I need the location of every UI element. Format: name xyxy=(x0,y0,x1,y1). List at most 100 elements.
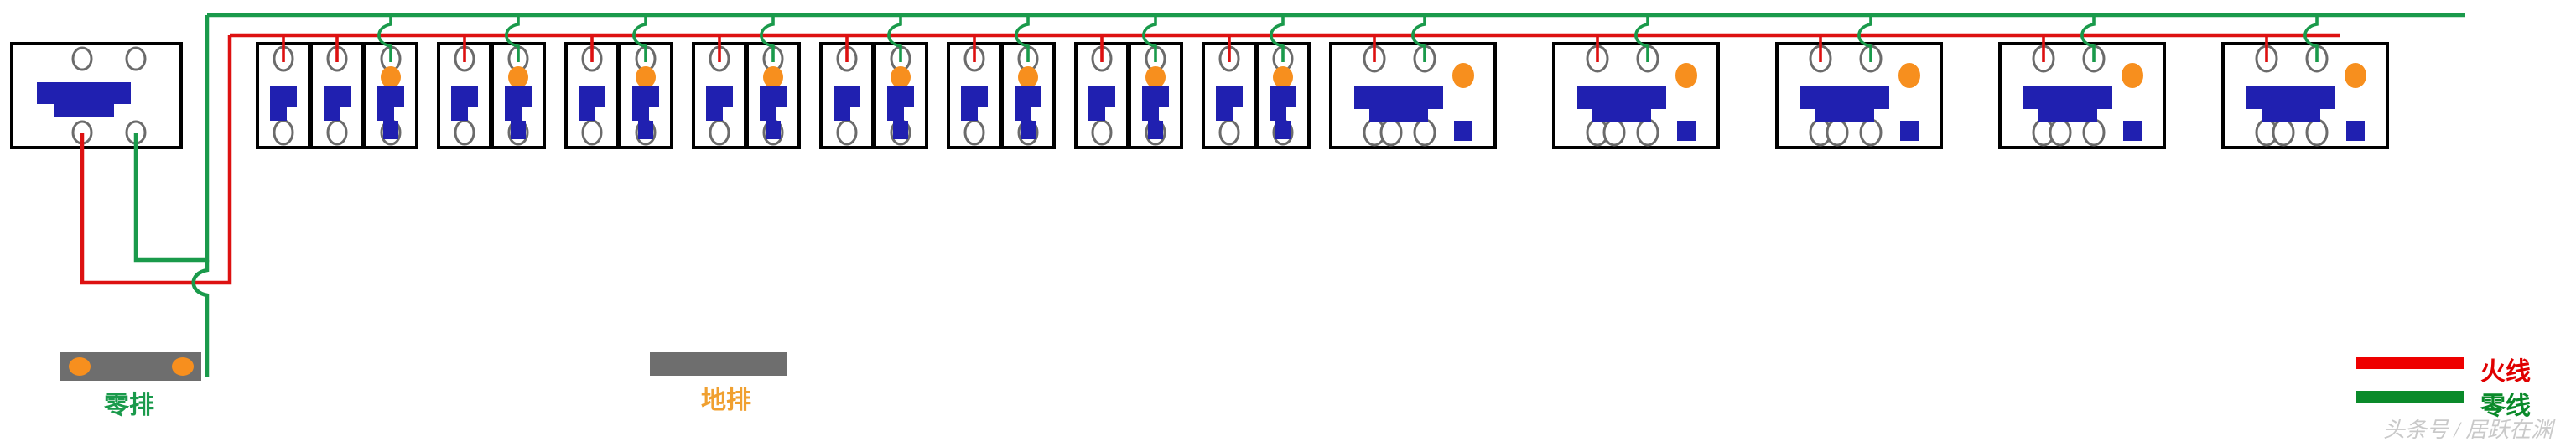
neutral-bar-terminal-2[interactable] xyxy=(172,357,194,376)
rcbo-bottom-terminal-neutral[interactable] xyxy=(1636,118,1659,147)
breaker-lever[interactable] xyxy=(1216,86,1243,121)
rcbo-status-indicator xyxy=(2122,63,2143,88)
breaker-lever[interactable] xyxy=(632,86,659,121)
neutral-bar-terminal-1[interactable] xyxy=(69,357,91,376)
breaker-status-indicator xyxy=(763,66,783,88)
neutral-drop-20 xyxy=(1857,15,1872,62)
neutral-drop-5 xyxy=(505,15,520,62)
breaker-lever[interactable] xyxy=(706,86,733,121)
rcbo-breaker-22[interactable] xyxy=(2221,42,2389,149)
breaker-lever[interactable] xyxy=(1270,86,1296,121)
main-live-feeder xyxy=(80,35,232,285)
breaker-bottom-terminal[interactable] xyxy=(963,119,985,146)
breaker-bottom-terminal[interactable] xyxy=(709,119,730,146)
breaker-lever[interactable] xyxy=(451,86,478,121)
breaker-bottom-terminal[interactable] xyxy=(836,119,858,146)
rcbo-test-button[interactable] xyxy=(1900,121,1919,141)
neutral-drop-11 xyxy=(887,15,902,62)
rcbo-bottom-terminal-extra[interactable] xyxy=(1602,118,1626,147)
rcbo-lever[interactable] xyxy=(1577,86,1666,122)
breaker-status-indicator xyxy=(1145,66,1166,88)
breaker-lever[interactable] xyxy=(1142,86,1169,121)
main-neutral-feeder xyxy=(133,15,210,263)
breaker-test-button[interactable] xyxy=(766,121,781,139)
breaker-bottom-terminal[interactable] xyxy=(1218,119,1240,146)
breaker-bottom-terminal[interactable] xyxy=(326,119,348,146)
breaker-lever[interactable] xyxy=(324,86,351,121)
breaker-bottom-terminal[interactable] xyxy=(454,119,475,146)
rcbo-bottom-terminal-extra[interactable] xyxy=(1379,118,1403,147)
neutral-drop-13 xyxy=(1015,15,1030,62)
main-breaker-top-terminal-2[interactable] xyxy=(125,46,147,71)
rcbo-bottom-terminal-extra[interactable] xyxy=(1826,118,1849,147)
legend-live-swatch xyxy=(2356,357,2464,369)
rcbo-test-button[interactable] xyxy=(1677,121,1696,141)
main-breaker-top-terminal-1[interactable] xyxy=(71,46,93,71)
neutral-drop-22 xyxy=(2303,15,2319,62)
breaker-lever[interactable] xyxy=(377,86,404,121)
rcbo-bottom-terminal-extra[interactable] xyxy=(2272,118,2295,147)
breaker-lever[interactable] xyxy=(1015,86,1041,121)
rcbo-test-button[interactable] xyxy=(2346,121,2365,141)
breaker-bottom-terminal[interactable] xyxy=(1091,119,1113,146)
breaker-lever[interactable] xyxy=(961,86,988,121)
main-breaker-lever[interactable] xyxy=(37,82,131,117)
breaker-status-indicator xyxy=(636,66,656,88)
rcbo-status-indicator xyxy=(1452,63,1474,88)
rcbo-bottom-terminal-neutral[interactable] xyxy=(1859,118,1883,147)
breaker-lever[interactable] xyxy=(1088,86,1115,121)
ground-bar[interactable] xyxy=(650,352,787,376)
breaker-lever[interactable] xyxy=(505,86,532,121)
legend-live-label: 火线 xyxy=(2480,358,2531,386)
ground-bar-label: 地排 xyxy=(701,387,751,414)
neutral-drop-21 xyxy=(2080,15,2096,62)
breaker-test-button[interactable] xyxy=(1275,121,1291,139)
rcbo-bottom-terminal-extra[interactable] xyxy=(2049,118,2072,147)
breaker-test-button[interactable] xyxy=(1148,121,1163,139)
breaker-lever[interactable] xyxy=(760,86,787,121)
neutral-bar-label: 零排 xyxy=(104,392,154,419)
watermark-text: 头条号 / 居跃在渊 xyxy=(2383,418,2553,442)
breaker-test-button[interactable] xyxy=(511,121,526,139)
rcbo-lever[interactable] xyxy=(2246,86,2335,122)
breaker-test-button[interactable] xyxy=(1021,121,1036,139)
rcbo-breaker-21[interactable] xyxy=(1998,42,2166,149)
breaker-lever[interactable] xyxy=(887,86,914,121)
mcb-breaker-3[interactable] xyxy=(363,42,418,149)
breaker-status-indicator xyxy=(891,66,911,88)
rcbo-status-indicator xyxy=(1675,63,1697,88)
rcbo-lever[interactable] xyxy=(1800,86,1889,122)
rcbo-bottom-terminal-neutral[interactable] xyxy=(2082,118,2106,147)
breaker-status-indicator xyxy=(1018,66,1038,88)
legend-neutral-swatch xyxy=(2356,391,2464,403)
neutral-bar-feeder xyxy=(191,260,210,377)
breaker-test-button[interactable] xyxy=(638,121,653,139)
rcbo-lever[interactable] xyxy=(1354,86,1443,122)
rcbo-breaker-19[interactable] xyxy=(1552,42,1720,149)
legend-neutral-label: 零线 xyxy=(2480,393,2531,420)
rcbo-test-button[interactable] xyxy=(2123,121,2142,141)
breaker-lever[interactable] xyxy=(579,86,605,121)
breaker-status-indicator xyxy=(508,66,528,88)
breaker-test-button[interactable] xyxy=(383,121,398,139)
mcb-breaker-10[interactable] xyxy=(819,42,875,149)
mcb-breaker-5[interactable] xyxy=(491,42,546,149)
breaker-lever[interactable] xyxy=(270,86,297,121)
rcbo-test-button[interactable] xyxy=(1454,121,1472,141)
neutral-drop-3 xyxy=(377,15,392,62)
rcbo-breaker-18[interactable] xyxy=(1329,42,1497,149)
breaker-lever[interactable] xyxy=(834,86,860,121)
breaker-bottom-terminal[interactable] xyxy=(273,119,294,146)
rcbo-bottom-terminal-neutral[interactable] xyxy=(1413,118,1436,147)
rcbo-bottom-terminal-neutral[interactable] xyxy=(2305,118,2329,147)
breaker-test-button[interactable] xyxy=(893,121,908,139)
breaker-bottom-terminal[interactable] xyxy=(581,119,603,146)
neutral-drop-15 xyxy=(1142,15,1157,62)
neutral-drop-18 xyxy=(1411,15,1426,62)
mcb-breaker-14[interactable] xyxy=(1074,42,1130,149)
rcbo-breaker-20[interactable] xyxy=(1775,42,1943,149)
rcbo-lever[interactable] xyxy=(2023,86,2112,122)
main-breaker[interactable] xyxy=(10,42,183,149)
